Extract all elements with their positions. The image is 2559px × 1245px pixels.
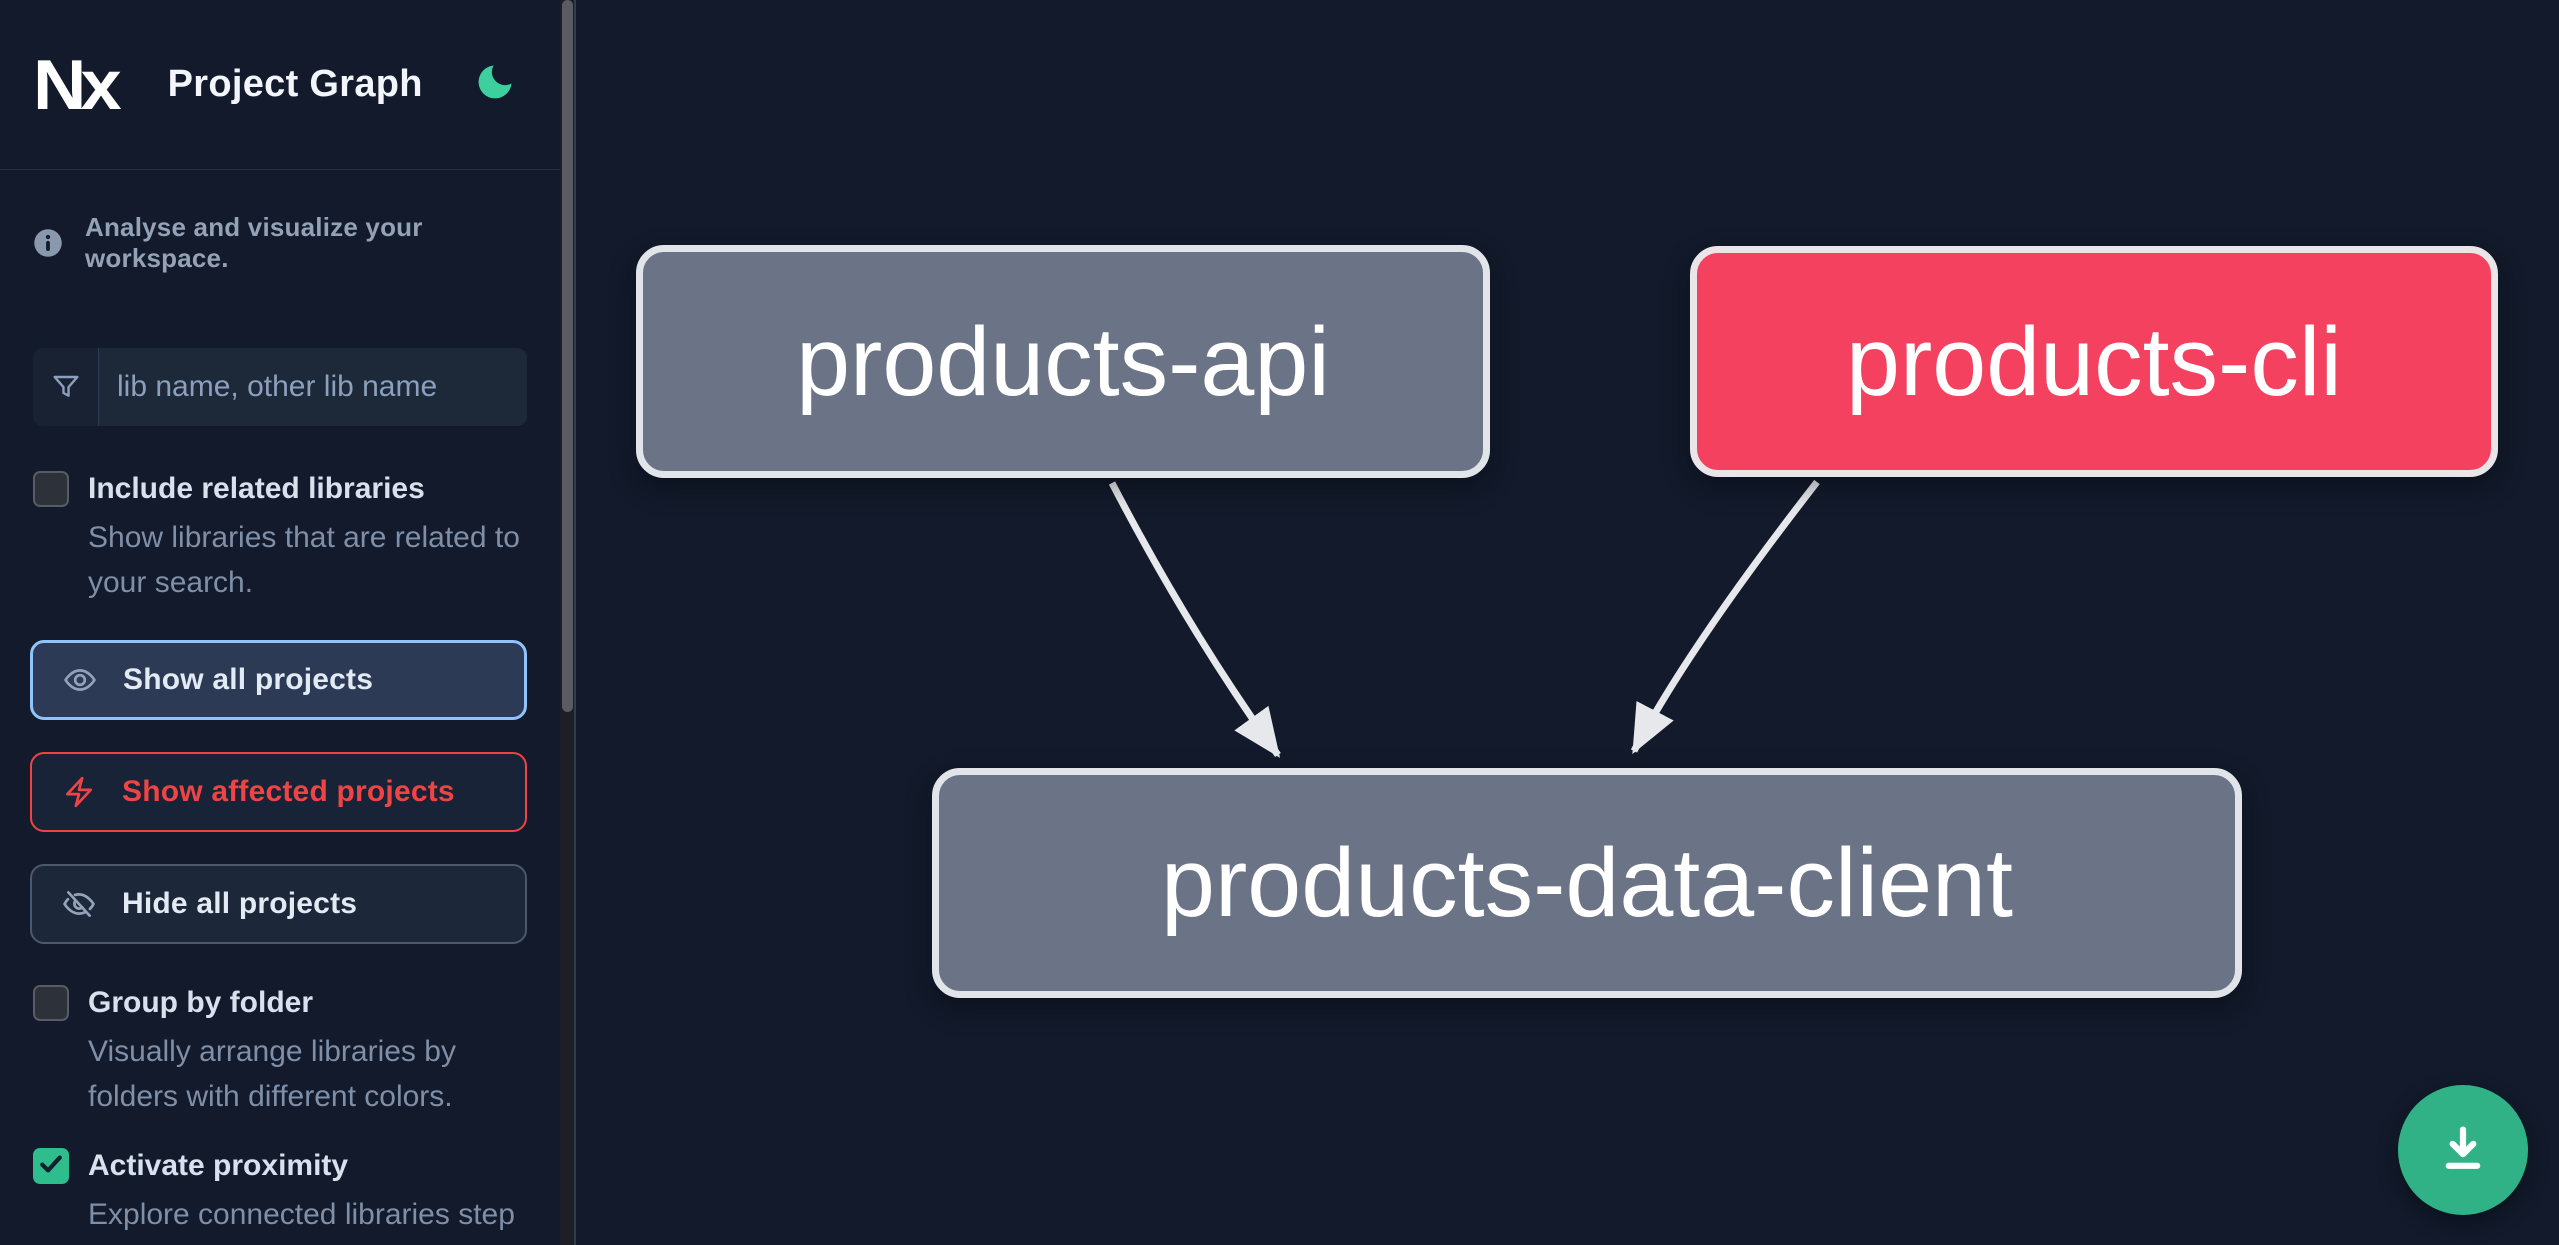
sidebar-body: Analyse and visualize your workspace. In… [0,212,560,1245]
checkbox-label[interactable]: Activate proximity [88,1149,349,1182]
theme-toggle-button[interactable] [472,62,518,108]
project-visibility-buttons: Show all projects Show affected projects [30,640,527,944]
include-related-checkbox[interactable] [33,471,69,507]
eye-icon [63,663,97,697]
check-icon [37,1150,65,1183]
filter-icon [33,348,99,426]
download-icon [2432,1118,2494,1183]
checkbox-label[interactable]: Group by folder [88,986,313,1019]
search-input[interactable] [99,348,527,426]
group-by-folder-checkbox[interactable] [33,985,69,1021]
button-label: Hide all projects [122,887,358,920]
workspace-tagline: Analyse and visualize your workspace. [33,212,527,274]
graph-canvas[interactable]: products-api products-cli products-data-… [576,0,2559,1245]
bolt-icon [62,775,96,809]
hide-all-projects-button[interactable]: Hide all projects [30,864,527,944]
search-box [33,348,527,426]
checkbox-description: Visually arrange libraries by folders wi… [88,1035,456,1113]
page-title: Project Graph [167,63,423,105]
sidebar-header: Nx Project Graph [0,0,560,170]
show-affected-projects-button[interactable]: Show affected projects [30,752,527,832]
sidebar: Nx Project Graph [0,0,576,1245]
info-icon [33,228,63,258]
include-related-checkbox-row: Include related libraries Show libraries… [33,470,527,605]
graph-node-products-data-client[interactable]: products-data-client [932,768,2242,998]
group-by-folder-checkbox-row: Group by folder Visually arrange librari… [33,984,527,1119]
sidebar-scrollbar-thumb[interactable] [562,0,573,712]
show-all-projects-button[interactable]: Show all projects [30,640,527,720]
nx-logo[interactable]: Nx [33,44,122,124]
edge-products-cli-to-products-data-client[interactable] [1630,479,1820,755]
graph-node-products-cli[interactable]: products-cli [1690,246,2498,477]
activate-proximity-checkbox[interactable] [33,1148,69,1184]
download-image-button[interactable] [2398,1085,2528,1215]
eye-off-icon [62,887,96,921]
graph-node-products-api[interactable]: products-api [636,245,1490,478]
graph-edges [1108,479,1820,758]
edge-products-api-to-products-data-client[interactable] [1108,481,1281,758]
moon-icon [473,60,517,109]
activate-proximity-checkbox-row: Activate proximity Explore connected lib… [33,1147,527,1245]
button-label: Show affected projects [122,775,455,808]
checkbox-label[interactable]: Include related libraries [88,472,425,505]
checkbox-description: Show libraries that are related to your … [88,521,520,599]
sidebar-content: Nx Project Graph [0,0,560,1245]
sidebar-scrollbar-track[interactable] [560,0,576,1245]
button-label: Show all projects [123,663,374,696]
checkbox-description: Explore connected libraries step by step… [88,1198,515,1245]
tagline-text: Analyse and visualize your workspace. [85,212,423,273]
